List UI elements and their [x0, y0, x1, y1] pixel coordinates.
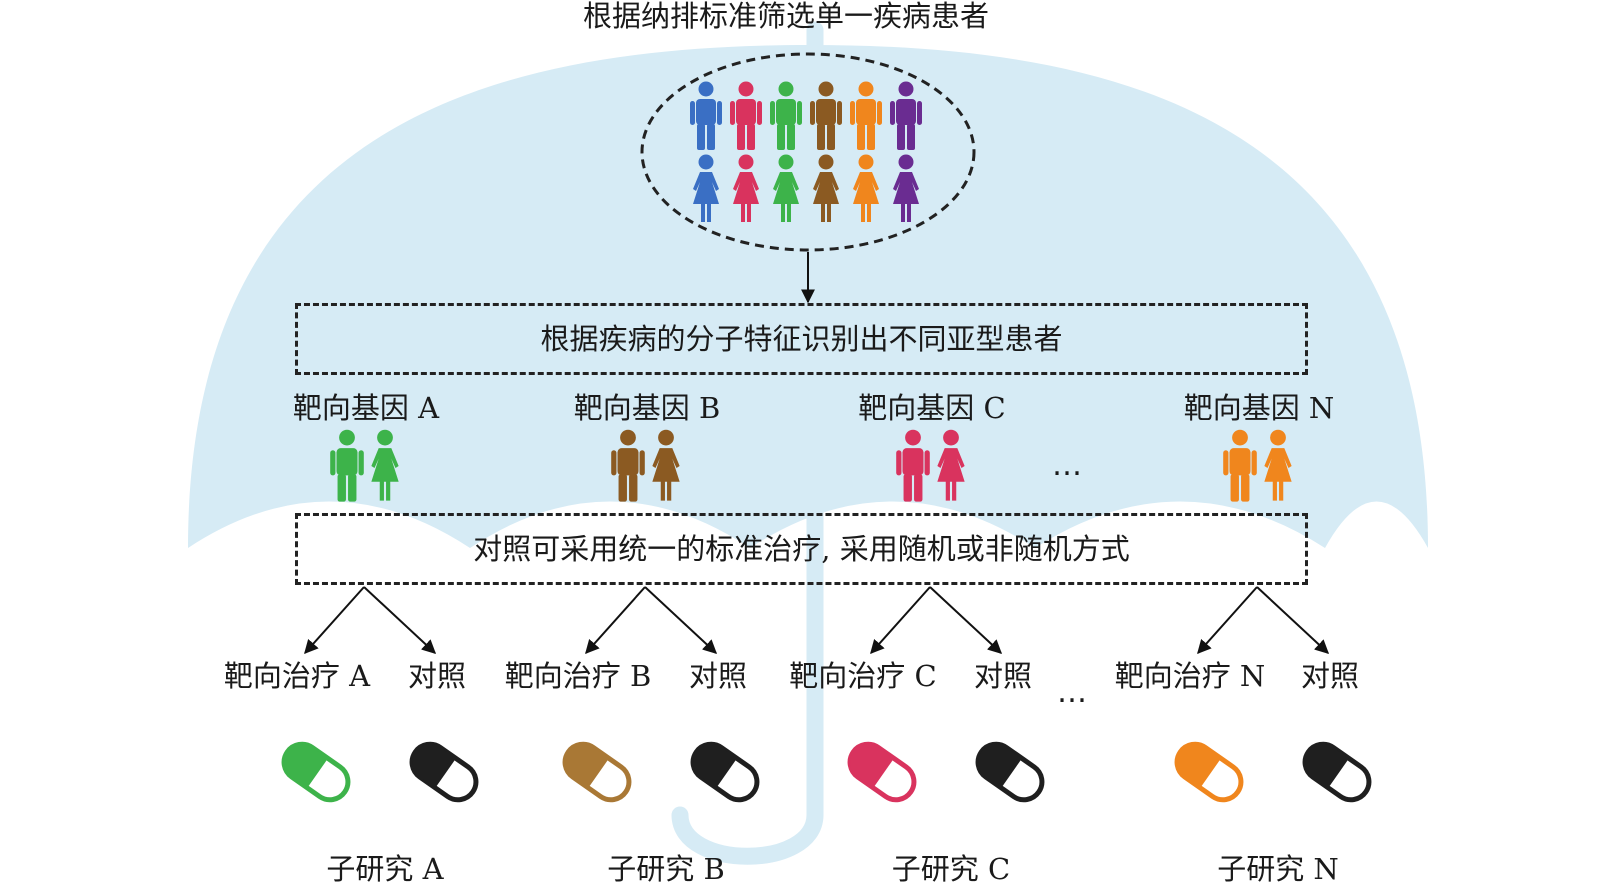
- targeted-drug-pill-icon: [281, 741, 351, 803]
- targeted-therapy-label: 靶向治疗 C: [789, 659, 937, 693]
- person-male-icon: [330, 429, 364, 502]
- person-male-icon: [730, 81, 762, 150]
- person-male-icon: [810, 81, 842, 150]
- person-female-icon: [853, 154, 879, 222]
- person-female-icon: [693, 154, 719, 222]
- target-gene-label: 靶向基因 A: [292, 391, 440, 425]
- person-female-icon: [813, 154, 839, 222]
- flow-arrow: [870, 586, 931, 655]
- subtype-box-text: 根据疾病的分子特征识别出不同亚型患者: [540, 322, 1063, 356]
- flow-arrow: [644, 586, 718, 654]
- person-male-icon: [690, 81, 722, 150]
- person-female-icon: [652, 429, 680, 501]
- substudy-label: 子研究 N: [1217, 852, 1339, 886]
- umbrella-shaft: [671, 21, 824, 865]
- targeted-drug-pill-icon: [1174, 741, 1244, 803]
- flow-arrows: [304, 252, 1330, 655]
- person-male-icon: [890, 81, 922, 150]
- treatment-pills: [281, 741, 1372, 803]
- substudy-label: 子研究 B: [607, 852, 725, 886]
- targeted-drug-pill-icon: [562, 741, 632, 803]
- person-male-icon: [850, 81, 882, 150]
- subtype-box: 根据疾病的分子特征识别出不同亚型患者: [295, 303, 1308, 375]
- person-male-icon: [611, 429, 645, 502]
- person-female-icon: [1264, 429, 1292, 501]
- ellipsis-therapies: …: [1057, 675, 1089, 710]
- target-gene-label: 靶向基因 C: [858, 391, 1006, 425]
- flow-arrow: [363, 586, 437, 654]
- substudy-label: 子研究 A: [326, 852, 444, 886]
- control-label: 对照: [407, 659, 467, 693]
- flow-arrow: [585, 586, 646, 655]
- substudy-label: 子研究 C: [891, 852, 1011, 886]
- targeted-drug-pill-icon: [847, 741, 917, 803]
- flow-arrow: [304, 586, 365, 655]
- targeted-therapy-label: 靶向治疗 A: [223, 659, 371, 693]
- control-label: 对照: [973, 659, 1033, 693]
- person-male-icon: [1223, 429, 1257, 502]
- person-female-icon: [773, 154, 799, 222]
- person-female-icon: [733, 154, 759, 222]
- control-drug-pill-icon: [1302, 741, 1372, 803]
- control-box: 对照可采用统一的标准治疗, 采用随机或非随机方式: [295, 513, 1308, 585]
- control-drug-pill-icon: [409, 741, 479, 803]
- patient-crowd: [640, 52, 976, 252]
- flow-arrow: [929, 586, 1003, 654]
- flow-arrow: [1256, 586, 1330, 654]
- control-label: 对照: [688, 659, 748, 693]
- subtype-patient-pairs: [330, 429, 1292, 502]
- person-female-icon: [371, 429, 399, 501]
- control-drug-pill-icon: [690, 741, 760, 803]
- control-drug-pill-icon: [975, 741, 1045, 803]
- person-female-icon: [893, 154, 919, 222]
- person-male-icon: [896, 429, 930, 502]
- person-male-icon: [770, 81, 802, 150]
- targeted-therapy-label: 靶向治疗 B: [504, 659, 652, 693]
- diagram-title: 根据纳排标准筛选单一疾病患者: [582, 0, 990, 33]
- targeted-therapy-label: 靶向治疗 N: [1114, 659, 1266, 693]
- ellipsis-genes: …: [1052, 448, 1084, 483]
- control-label: 对照: [1300, 659, 1360, 693]
- control-box-text: 对照可采用统一的标准治疗, 采用随机或非随机方式: [473, 532, 1130, 566]
- crowd-ellipse: [640, 52, 976, 252]
- target-gene-label: 靶向基因 B: [573, 391, 721, 425]
- person-female-icon: [937, 429, 965, 501]
- flow-arrow: [1197, 586, 1258, 655]
- target-gene-label: 靶向基因 N: [1183, 391, 1335, 425]
